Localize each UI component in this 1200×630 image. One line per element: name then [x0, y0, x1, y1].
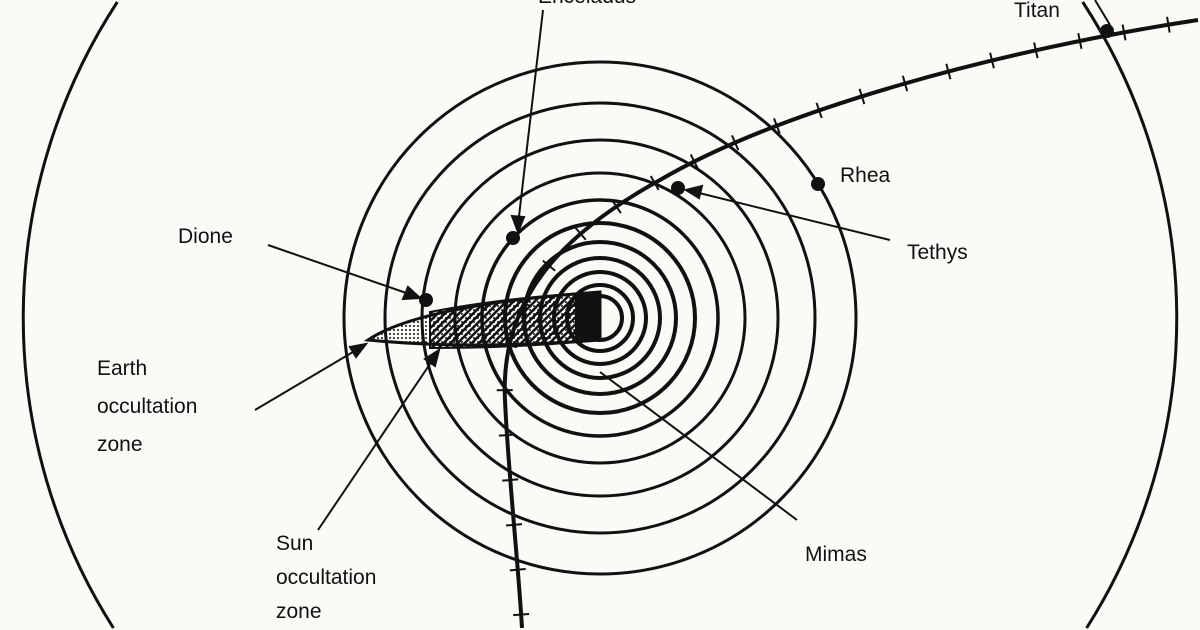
titan-orbit-left-arc [21, 1, 119, 629]
trajectory-tick [945, 63, 952, 80]
label-sun-occultation-zone: Sun occultation zone [276, 532, 377, 623]
orbit-ring [342, 60, 858, 576]
spacecraft-trajectory [502, 18, 1199, 629]
trajectory-tick [1033, 42, 1039, 59]
saturn-shadow [575, 292, 600, 340]
tethys-moon [671, 181, 685, 195]
dione-moon [419, 293, 433, 307]
trajectory-tick [611, 199, 622, 214]
trajectory-tick [1166, 16, 1171, 33]
label-enceladus: Enceladus [538, 0, 636, 16]
trajectory-tick [731, 134, 740, 151]
trajectory-tick [502, 478, 519, 482]
trajectory-tick [516, 298, 532, 308]
trajectory-tick [509, 568, 526, 572]
trajectory-tick [498, 433, 515, 437]
trajectory-tick [513, 613, 530, 617]
label-rhea: Rhea [840, 164, 891, 187]
trajectory-tick [773, 117, 781, 134]
trajectory-tick [505, 523, 523, 527]
trajectory-tick [989, 52, 995, 69]
titan-moon [1100, 24, 1114, 38]
trajectory-tick [501, 342, 518, 349]
trajectory-tick [689, 153, 699, 170]
label-earth-occultation-zone: Earth occultation zone [97, 357, 198, 456]
label-tethys: Tethys [907, 241, 968, 264]
enceladus-moon [506, 231, 520, 245]
trajectory-tick [1077, 32, 1083, 50]
label-titan: Titan [1014, 0, 1060, 22]
titan-orbit-right-arc [1081, 1, 1179, 629]
label-dione: Dione [178, 225, 233, 248]
trajectory-tick [901, 75, 909, 92]
trajectory-tick [574, 226, 587, 241]
label-mimas: Mimas [805, 543, 867, 566]
orbit-ring [383, 101, 817, 535]
trajectory-tick [542, 259, 556, 272]
trajectory-tick [815, 102, 823, 119]
trajectory-tick [1121, 24, 1127, 41]
trajectory-tick [858, 88, 866, 105]
trajectory-tick [649, 175, 660, 191]
rhea-moon [811, 177, 825, 191]
